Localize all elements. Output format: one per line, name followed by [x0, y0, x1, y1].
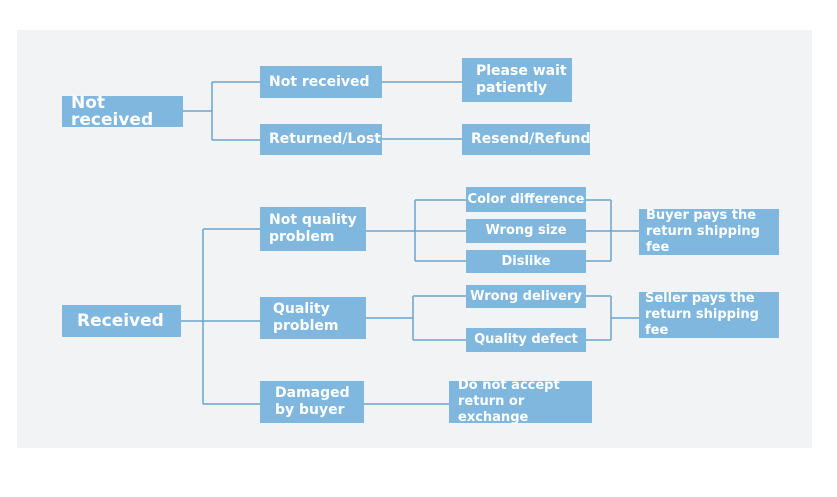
- node-received-root: Received: [62, 305, 181, 337]
- node-not-quality-problem: Not quality problem: [260, 207, 366, 251]
- node-not-received: Not received: [260, 66, 382, 98]
- node-wrong-size: Wrong size: [466, 219, 586, 243]
- node-seller-pays: Seller pays the return shipping fee: [639, 291, 779, 338]
- node-not-received-root: Not received: [62, 94, 183, 128]
- node-dislike: Dislike: [466, 250, 586, 273]
- node-resend-refund: Resend/Refund: [462, 124, 591, 155]
- node-no-return: Do not accept return or exchange: [449, 378, 592, 425]
- node-buyer-pays: Buyer pays the return shipping fee: [639, 208, 779, 255]
- node-please-wait: Please wait patiently: [462, 58, 572, 102]
- node-quality-defect: Quality defect: [466, 328, 586, 352]
- connector-received: [181, 228, 260, 405]
- connector-quality: [366, 295, 466, 341]
- node-wrong-delivery: Wrong delivery: [466, 285, 586, 308]
- node-damaged-by-buyer: Damaged by buyer: [260, 381, 364, 423]
- node-returned-lost: Returned/Lost: [260, 124, 382, 155]
- connector-not-received: [183, 81, 260, 141]
- node-color-difference: Color difference: [466, 187, 586, 212]
- connector-seller-pays: [586, 295, 639, 341]
- connector-buyer-pays: [586, 199, 639, 262]
- connector-not-quality: [366, 199, 466, 262]
- node-quality-problem: Quality problem: [260, 297, 366, 339]
